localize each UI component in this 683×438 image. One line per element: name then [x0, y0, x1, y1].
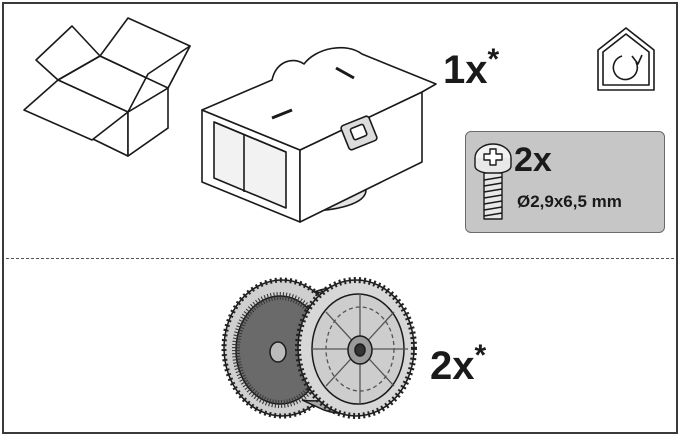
house-recirculation-icon — [597, 27, 655, 91]
filter-quantity-label: 2x* — [430, 336, 486, 386]
duct-adapter-icon — [201, 46, 437, 223]
carbon-filter-icon — [221, 277, 417, 419]
screw-quantity: 2x — [514, 141, 552, 179]
screw-size: Ø2,9x6,5 mm — [517, 192, 622, 211]
screw-icon — [474, 143, 512, 220]
duct-quantity-label: 1x* — [443, 40, 499, 90]
duct-asterisk: * — [487, 43, 500, 76]
duct-quantity: 1x — [443, 48, 488, 92]
section-divider — [6, 258, 674, 259]
open-box-icon — [23, 17, 191, 157]
filter-quantity: 2x — [430, 344, 475, 388]
filter-asterisk: * — [474, 339, 487, 372]
